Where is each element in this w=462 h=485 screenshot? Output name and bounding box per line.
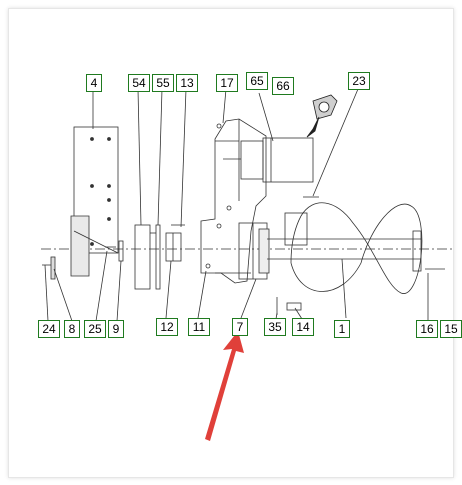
part-plate bbox=[73, 126, 119, 254]
red-arrow bbox=[205, 331, 244, 441]
callout-7: 7 bbox=[232, 318, 248, 336]
part-plate-55 bbox=[155, 224, 161, 290]
part-bearing-12 bbox=[165, 232, 182, 262]
callout-66: 66 bbox=[272, 77, 294, 95]
part-plate-54 bbox=[134, 224, 151, 290]
part-plate-bracket bbox=[70, 215, 90, 277]
callout-13: 13 bbox=[176, 74, 198, 92]
callout-14: 14 bbox=[292, 318, 314, 336]
part-66-detail bbox=[306, 94, 338, 138]
callout-16: 16 bbox=[416, 320, 438, 338]
callout-15: 15 bbox=[440, 320, 462, 338]
callout-17: 17 bbox=[216, 74, 238, 92]
part-end-plate bbox=[412, 230, 422, 272]
callout-4: 4 bbox=[86, 74, 102, 92]
callout-12: 12 bbox=[156, 318, 178, 336]
part-washer-8 bbox=[50, 256, 56, 280]
diagram-frame: 4 54 55 13 17 65 66 23 24 8 25 9 12 11 7… bbox=[8, 8, 462, 478]
callout-25: 25 bbox=[84, 320, 106, 338]
callout-23: 23 bbox=[348, 72, 370, 90]
auger-flighting bbox=[290, 202, 423, 294]
auger-assembly-drawing bbox=[41, 88, 453, 441]
part-housing bbox=[284, 212, 308, 246]
callout-1: 1 bbox=[334, 320, 350, 338]
callout-55: 55 bbox=[152, 74, 174, 92]
part-gearbox bbox=[200, 118, 267, 284]
part-ring-9 bbox=[118, 240, 124, 262]
callout-35: 35 bbox=[264, 318, 286, 336]
callout-24: 24 bbox=[38, 320, 60, 338]
callout-9: 9 bbox=[108, 320, 124, 338]
callout-54: 54 bbox=[128, 74, 150, 92]
part-motor bbox=[262, 137, 314, 183]
callout-11: 11 bbox=[188, 318, 210, 336]
callout-65: 65 bbox=[246, 72, 268, 90]
part-nut-14 bbox=[286, 302, 302, 311]
callout-8: 8 bbox=[64, 320, 80, 338]
